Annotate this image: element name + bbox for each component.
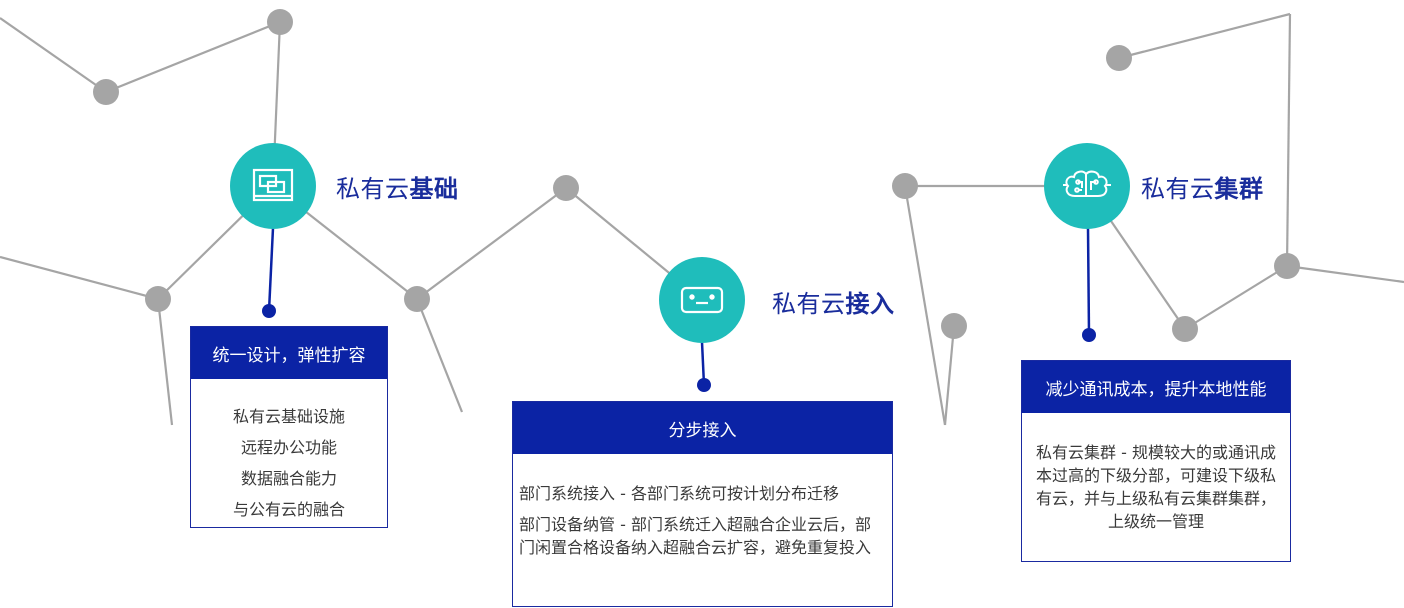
network-node — [404, 286, 430, 312]
network-node — [892, 173, 918, 199]
section-title-foundation: 私有云基础 — [336, 175, 459, 203]
connector-1 — [267, 227, 275, 312]
window-icon — [252, 168, 294, 202]
connector-2 — [700, 341, 706, 386]
card-foundation: 统一设计，弹性扩容 私有云基础设施 远程办公功能 数据融合能力 与公有云的融合 — [190, 326, 388, 528]
network-node — [93, 79, 119, 105]
card-header: 统一设计，弹性扩容 — [191, 327, 387, 379]
network-node — [1106, 45, 1132, 71]
section-title-access: 私有云接入 — [772, 290, 895, 318]
network-node — [1172, 316, 1198, 342]
card-body: 私有云集群 - 规模较大的或通讯成本过高的下级分部，可建设下级私有云，并与上级私… — [1022, 413, 1290, 533]
brain-circuit-icon — [1063, 170, 1111, 197]
hub-cluster — [1044, 143, 1130, 229]
network-node — [1274, 253, 1300, 279]
card-access: 分步接入 部门系统接入 - 各部门系统可按计划分布迁移 部门设备纳管 - 部门系… — [512, 401, 893, 607]
card-line: 数据融合能力 — [240, 469, 337, 488]
network-node — [267, 9, 293, 35]
connector-dot — [697, 378, 711, 392]
connector-dot — [1082, 328, 1096, 342]
hub-access — [659, 257, 745, 343]
card-body: 私有云基础设施 远程办公功能 数据融合能力 与公有云的融合 — [191, 379, 387, 525]
card-line: 私有云集群 - 规模较大的或通讯成本过高的下级分部，可建设下级私有云，并与上级私… — [1035, 443, 1276, 531]
card-cluster: 减少通讯成本，提升本地性能 私有云集群 - 规模较大的或通讯成本过高的下级分部，… — [1021, 360, 1291, 562]
card-line: 远程办公功能 — [240, 438, 337, 457]
connector-dot — [262, 304, 276, 318]
card-header: 分步接入 — [513, 402, 892, 454]
card-line: 部门设备纳管 - 部门系统迁入超融合企业云后，部门闲置合格设备纳入超融合云扩容，… — [519, 515, 872, 557]
card-line: 与公有云的融合 — [232, 500, 345, 519]
network-node — [145, 286, 171, 312]
card-header: 减少通讯成本，提升本地性能 — [1022, 361, 1290, 413]
network-node — [941, 313, 967, 339]
section-title-cluster: 私有云集群 — [1141, 175, 1264, 203]
device-icon — [680, 286, 724, 314]
network-node — [553, 175, 579, 201]
connector-3 — [1086, 227, 1091, 336]
card-line: 私有云基础设施 — [232, 407, 345, 426]
card-body: 部门系统接入 - 各部门系统可按计划分布迁移 部门设备纳管 - 部门系统迁入超融… — [513, 454, 892, 559]
hub-foundation — [230, 143, 316, 229]
card-line: 部门系统接入 - 各部门系统可按计划分布迁移 — [519, 484, 839, 503]
